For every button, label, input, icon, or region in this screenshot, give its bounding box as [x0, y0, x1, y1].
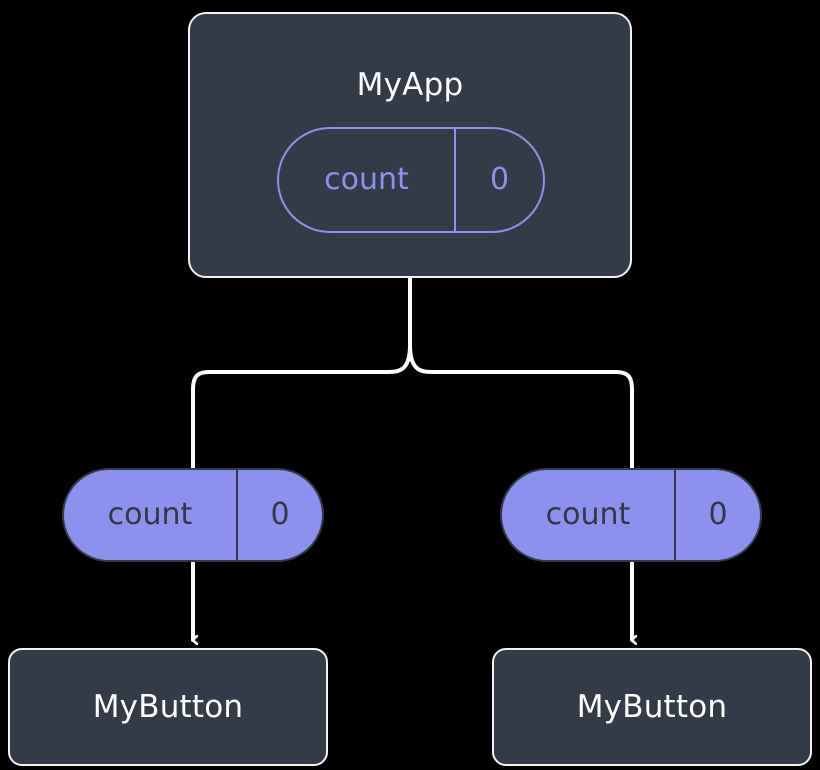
- wire-fork-to-left: [191, 343, 412, 470]
- binding-pill-right[interactable]: count 0: [500, 468, 762, 562]
- binding-pill-left-value: 0: [270, 497, 290, 532]
- state-pill-root-divider: [454, 129, 456, 231]
- component-node-mybutton-left[interactable]: MyButton: [8, 648, 328, 766]
- state-pill-root-key: count: [324, 162, 409, 197]
- wire-fork-to-right: [408, 343, 634, 470]
- binding-pill-left[interactable]: count 0: [62, 468, 324, 562]
- state-pill-root-value: 0: [489, 162, 510, 197]
- binding-pill-left-divider: [236, 470, 238, 560]
- component-label-mybutton-right: MyButton: [576, 688, 728, 725]
- binding-pill-left-key: count: [107, 497, 193, 532]
- binding-pill-right-key: count: [545, 497, 631, 532]
- component-label-myapp: MyApp: [356, 67, 464, 103]
- binding-pill-right-value: 0: [708, 497, 728, 532]
- component-node-mybutton-right[interactable]: MyButton: [492, 648, 812, 766]
- component-label-mybutton-left: MyButton: [92, 688, 244, 725]
- state-pill-root[interactable]: count 0: [277, 127, 545, 233]
- binding-pill-right-divider: [674, 470, 676, 560]
